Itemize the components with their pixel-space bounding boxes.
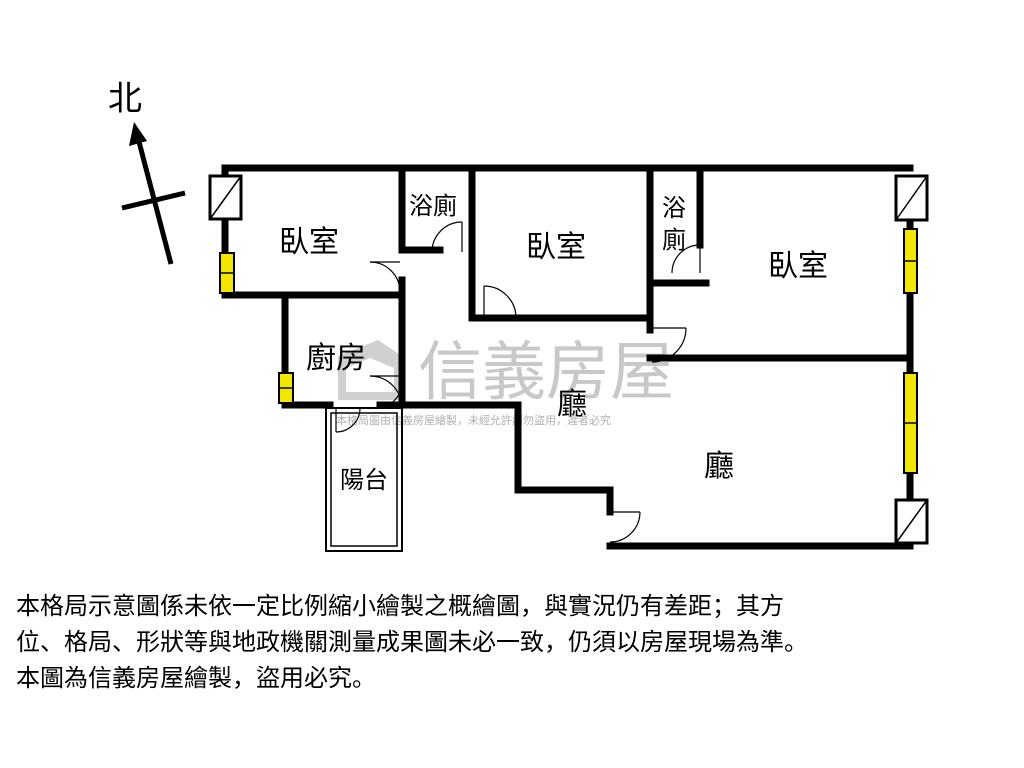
disclaimer-line-3: 本圖為信義房屋繪製，盜用必究。 <box>16 664 376 692</box>
room-label-bedroom-right: 臥室 <box>768 249 828 284</box>
disclaimer-line-2: 位、格局、形狀等與地政機關測量成果圖未必一致，仍須以房屋現場為準。 <box>16 628 808 656</box>
door-swing-icon <box>375 381 403 409</box>
door-swing-icon <box>335 407 361 433</box>
door-swing-icon <box>651 327 687 363</box>
room-label-bathroom-right-line2: 廁 <box>662 226 686 254</box>
window-icon <box>894 498 929 545</box>
balcony-railing <box>325 407 403 552</box>
watermark: 信義房屋 本格局圖由信義房屋繪製，未經允許請勿盜用，違者必究 <box>336 336 674 427</box>
yellow-window-icon <box>219 252 235 294</box>
north-arrow-icon <box>121 122 186 265</box>
room-label-bathroom-left: 浴廁 <box>409 192 457 220</box>
room-label-bedroom-left: 臥室 <box>279 225 339 260</box>
window-icon <box>894 174 929 222</box>
disclaimer-line-1: 本格局示意圖係未依一定比例縮小繪製之概繪圖，與實況仍有差距；其方 <box>16 592 784 620</box>
room-label-bedroom-middle: 臥室 <box>526 230 586 265</box>
disclaimer-note: 本格局示意圖係未依一定比例縮小繪製之概繪圖，與實況仍有差距；其方 位、格局、形狀… <box>16 588 1006 696</box>
window-icon <box>208 174 243 221</box>
yellow-window-icon <box>903 372 918 474</box>
compass-label: 北 <box>108 79 142 119</box>
floor-plan: 信義房屋 本格局圖由信義房屋繪製，未經允許請勿盜用，違者必究 北 <box>108 79 929 552</box>
watermark-notice: 本格局圖由信義房屋繪製，未經允許請勿盜用，違者必究 <box>336 413 611 427</box>
room-label-balcony: 陽台 <box>340 466 388 494</box>
watermark-logo-icon <box>338 340 402 400</box>
room-label-living-lower: 廳 <box>704 449 734 484</box>
room-label-living-upper: 廳 <box>557 387 587 422</box>
door-swing-icon <box>483 285 517 319</box>
room-label-kitchen: 廚房 <box>306 341 366 376</box>
door-swing-icon <box>671 244 701 274</box>
door-swing-icon <box>609 511 641 543</box>
watermark-brand: 信義房屋 <box>418 336 674 410</box>
door-swing-icon <box>431 221 463 253</box>
yellow-window-icon <box>278 372 294 404</box>
room-label-bathroom-right-line1: 浴 <box>662 194 686 222</box>
door-swing-icon <box>369 261 401 293</box>
door-swing-icon <box>369 375 403 409</box>
yellow-window-icon <box>903 228 918 294</box>
